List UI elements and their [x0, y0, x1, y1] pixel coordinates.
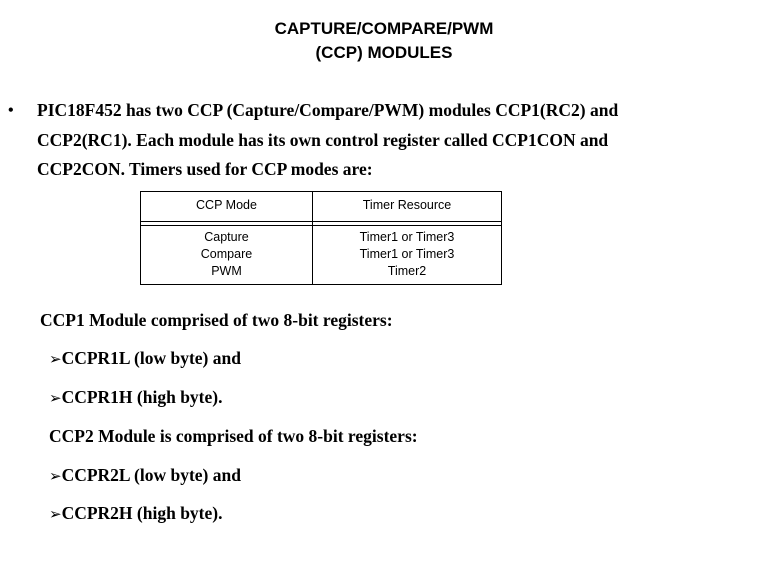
table-cell: Timer2	[387, 264, 427, 278]
list-item: ➢CCPR1H (high byte).	[49, 387, 222, 408]
table-column-ccp-mode: Capture Compare PWM	[141, 229, 312, 280]
ccpr1l-text: CCPR1L (low byte) and	[61, 348, 241, 368]
list-item: ➢CCPR2L (low byte) and	[49, 465, 241, 486]
intro-line-1: PIC18F452 has two CCP (Capture/Compare/P…	[37, 100, 619, 120]
ccp-mode-table: CCP Mode Timer Resource Capture Compare …	[140, 191, 502, 285]
intro-line-3: CCP2CON. Timers used for CCP modes are:	[37, 159, 373, 179]
intro-line-2: CCP2(RC1). Each module has its own contr…	[37, 129, 609, 150]
table-header-rule-top	[141, 221, 501, 222]
slide-title-line-2: (CCP) MODULES	[315, 43, 453, 62]
table-cell: PWM	[211, 264, 242, 278]
bullet-dot-icon: •	[8, 102, 14, 119]
ccp1-heading: CCP1 Module comprised of two 8-bit regis…	[40, 310, 393, 330]
table-cell: Capture	[204, 230, 249, 244]
table-header-timer-resource: Timer Resource	[362, 198, 452, 212]
table-header-ccp-mode: CCP Mode	[196, 198, 257, 212]
table-cell: Timer1 or Timer3	[359, 230, 455, 244]
ccpr1h-text: CCPR1H (high byte).	[61, 387, 223, 407]
table-cell: Compare	[200, 247, 253, 261]
ccpr2h-text: CCPR2H (high byte).	[61, 503, 223, 523]
table-column-divider	[312, 192, 313, 284]
intro-bullet: • PIC18F452 has two CCP (Capture/Compare…	[8, 96, 753, 185]
ccp2-heading: CCP2 Module is comprised of two 8-bit re…	[49, 426, 418, 446]
arrow-bullet-icon: ➢	[49, 467, 62, 485]
table-cell: Timer1 or Timer3	[359, 247, 455, 261]
slide-title-line-1: CAPTURE/COMPARE/PWM	[274, 19, 494, 38]
arrow-bullet-icon: ➢	[49, 505, 62, 523]
table-column-timer-resource: Timer1 or Timer3 Timer1 or Timer3 Timer2	[313, 229, 501, 280]
list-item: ➢CCPR2H (high byte).	[49, 503, 222, 524]
arrow-bullet-icon: ➢	[49, 350, 62, 368]
ccpr2l-text: CCPR2L (low byte) and	[61, 465, 241, 485]
arrow-bullet-icon: ➢	[49, 389, 62, 407]
list-item: ➢CCPR1L (low byte) and	[49, 348, 241, 369]
table-header-rule-bottom	[141, 225, 501, 226]
slide-title: CAPTURE/COMPARE/PWM (CCP) MODULES	[0, 17, 768, 65]
